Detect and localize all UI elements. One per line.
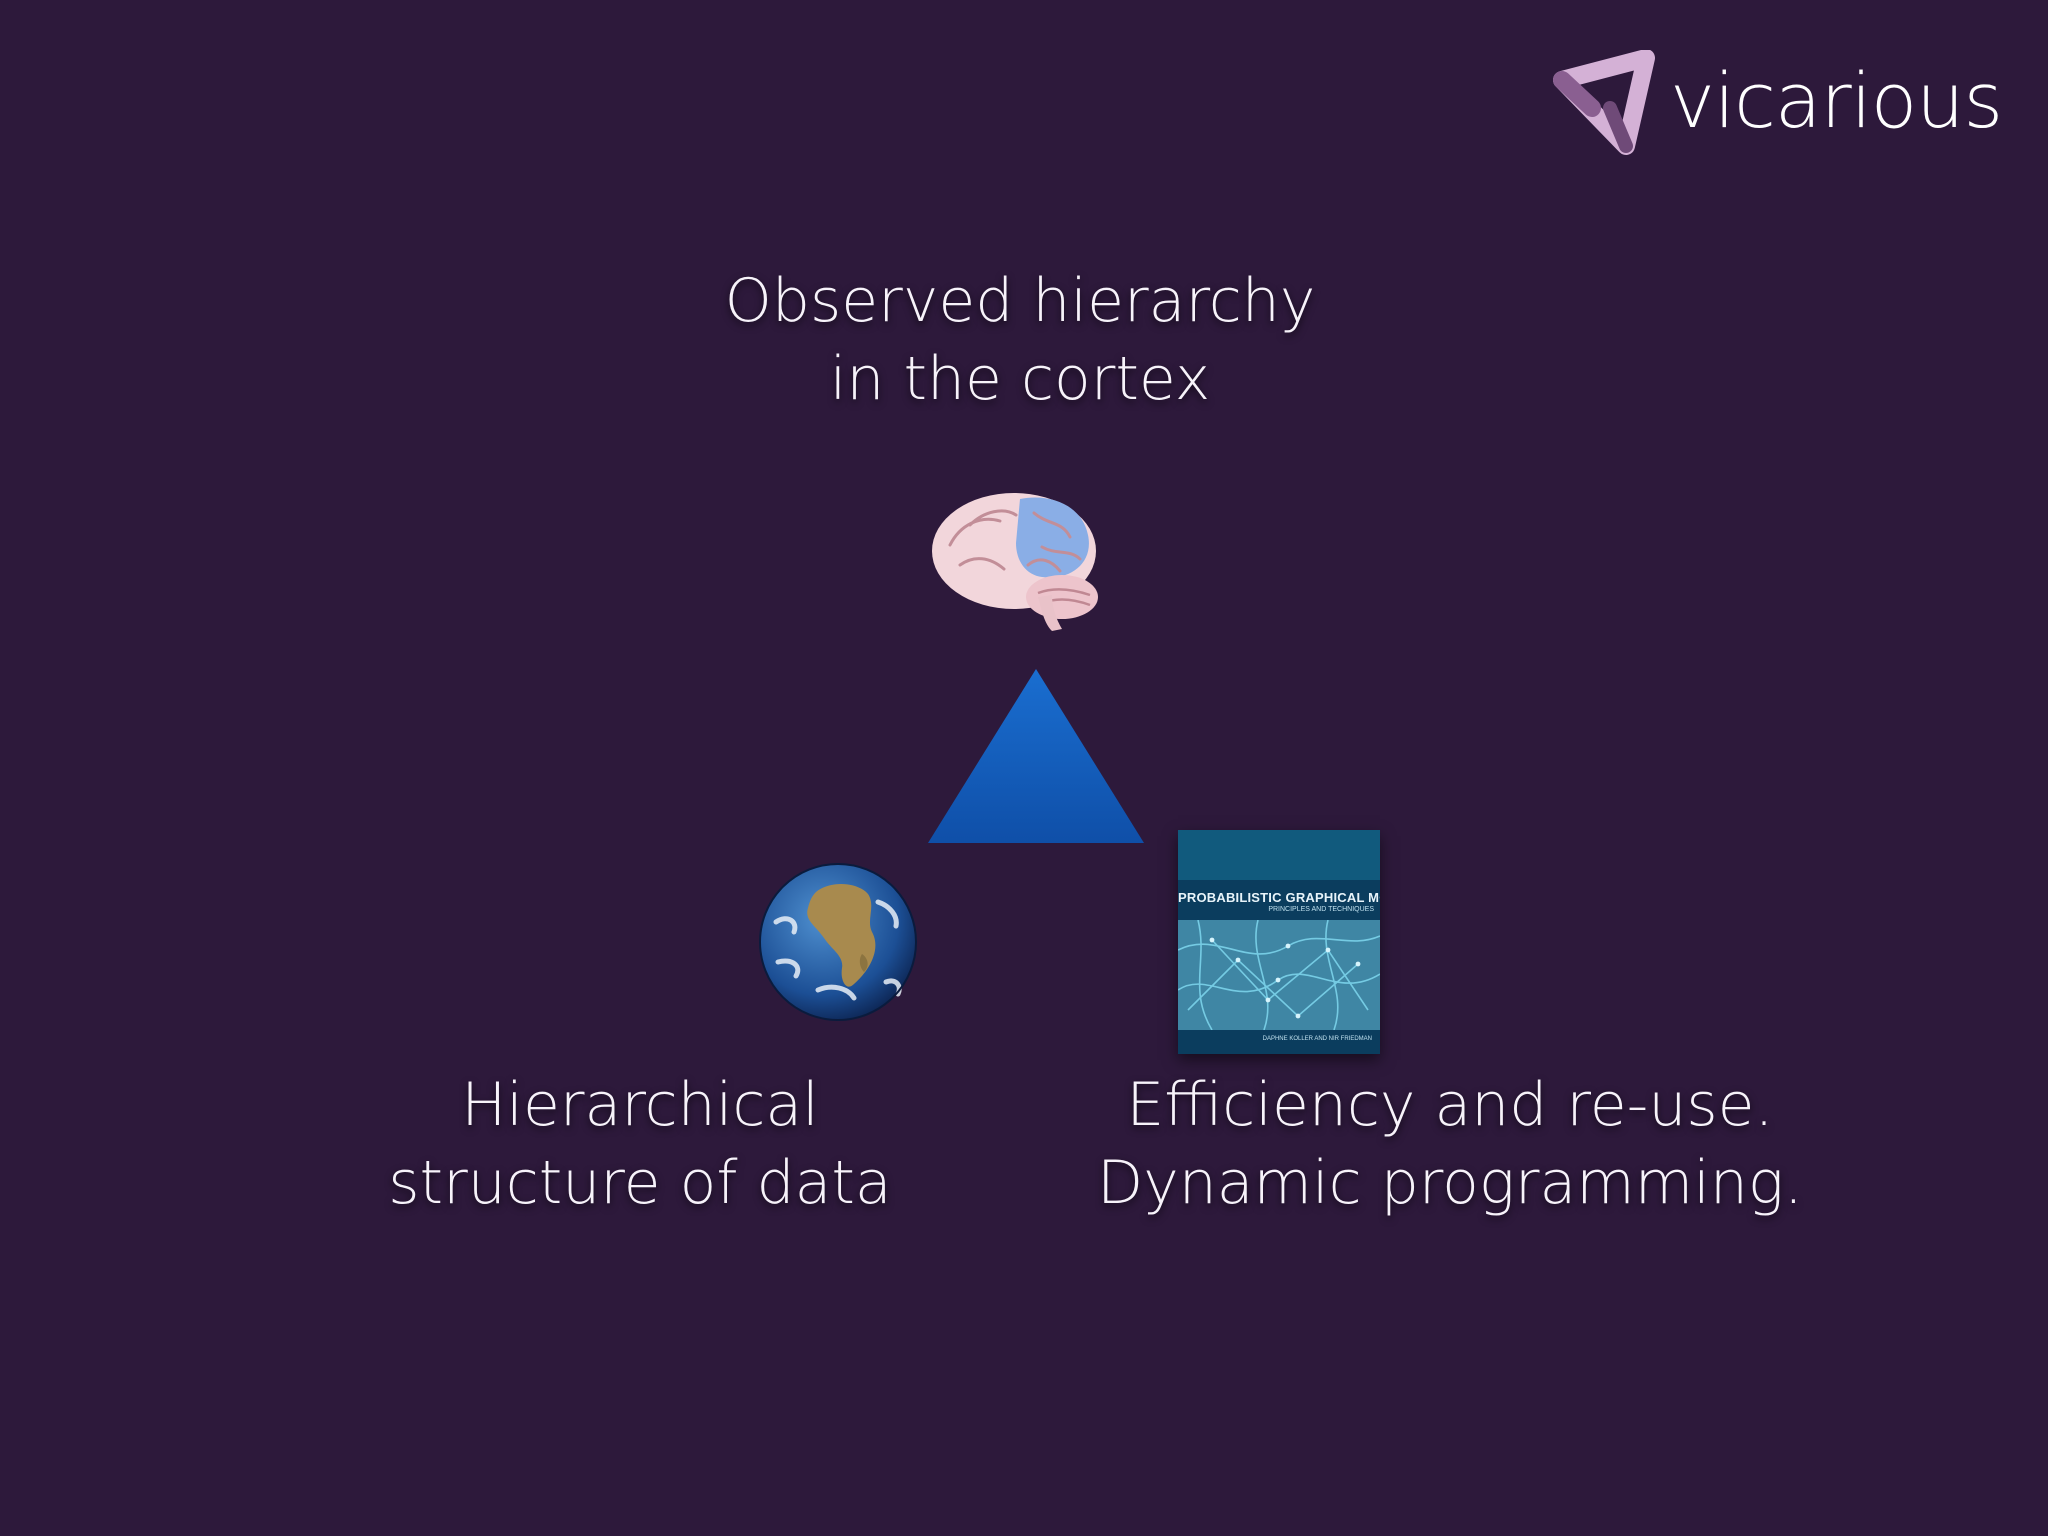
book-subtitle: PRINCIPLES AND TECHNIQUES bbox=[1268, 906, 1374, 913]
caption-efficiency-reuse: Efficiency and re-use. Dynamic programmi… bbox=[1050, 1066, 1850, 1222]
caption-line: Hierarchical bbox=[461, 1070, 819, 1140]
caption-line: in the cortex bbox=[829, 344, 1211, 414]
book-cover-header bbox=[1178, 830, 1380, 880]
triangle-icon bbox=[928, 669, 1144, 843]
network-graph-icon bbox=[1178, 920, 1380, 1030]
logo-wordmark: vicarious bbox=[1670, 56, 2003, 145]
caption-line: Dynamic programming. bbox=[1097, 1148, 1803, 1218]
caption-line: Observed hierarchy bbox=[724, 266, 1316, 336]
caption-line: structure of data bbox=[388, 1148, 892, 1218]
book-cover-icon: PROBABILISTIC GRAPHICAL MODELS PRINCIPLE… bbox=[1178, 830, 1380, 1054]
caption-line: Efficiency and re-use. bbox=[1126, 1070, 1774, 1140]
book-title: PROBABILISTIC GRAPHICAL MODELS bbox=[1178, 890, 1380, 905]
brain-icon bbox=[932, 493, 1098, 631]
caption-cortex-hierarchy: Observed hierarchy in the cortex bbox=[620, 262, 1420, 418]
vicarious-triangle-logo-icon bbox=[1553, 50, 1655, 155]
vicarious-logo: vicarious bbox=[1552, 50, 2003, 160]
globe-icon bbox=[759, 863, 917, 1021]
book-authors: DAPHNE KOLLER AND NIR FRIEDMAN bbox=[1262, 1036, 1372, 1042]
caption-hierarchical-data: Hierarchical structure of data bbox=[280, 1066, 1000, 1222]
